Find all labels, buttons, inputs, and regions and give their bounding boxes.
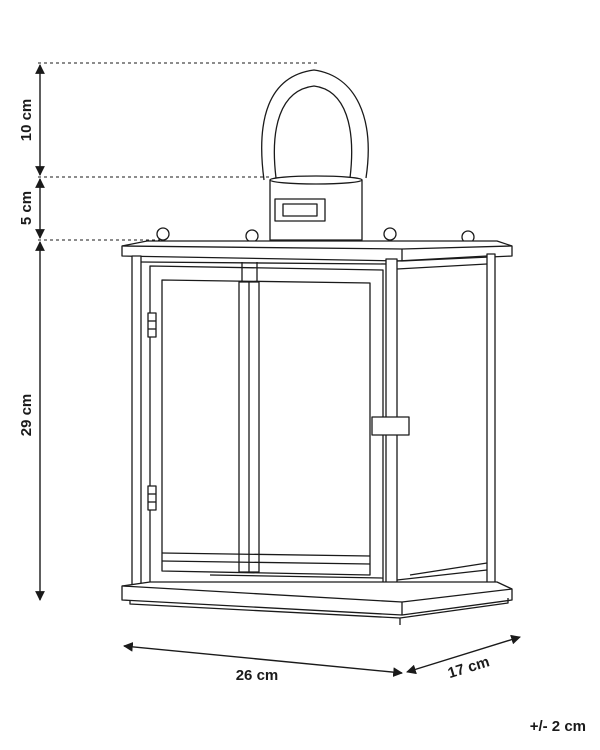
label-body-height: 29 cm: [18, 394, 35, 437]
latch: [371, 416, 410, 436]
handle: [261, 69, 369, 191]
base: [121, 581, 513, 625]
tolerance-note: +/- 2 cm: [529, 718, 586, 735]
dim-arrow-depth: [406, 634, 521, 675]
dim-arrow-width: [123, 641, 403, 678]
hinges: [147, 312, 157, 511]
bottom-dimensions: [123, 634, 521, 678]
door: [149, 262, 384, 591]
label-handle-height: 10 cm: [18, 99, 35, 142]
cap: [269, 175, 363, 241]
lantern: [121, 69, 513, 625]
label-width: 26 cm: [236, 667, 279, 684]
label-cap-height: 5 cm: [18, 191, 35, 225]
top-plate: [121, 240, 513, 262]
vertical-dimensions: [35, 62, 318, 601]
